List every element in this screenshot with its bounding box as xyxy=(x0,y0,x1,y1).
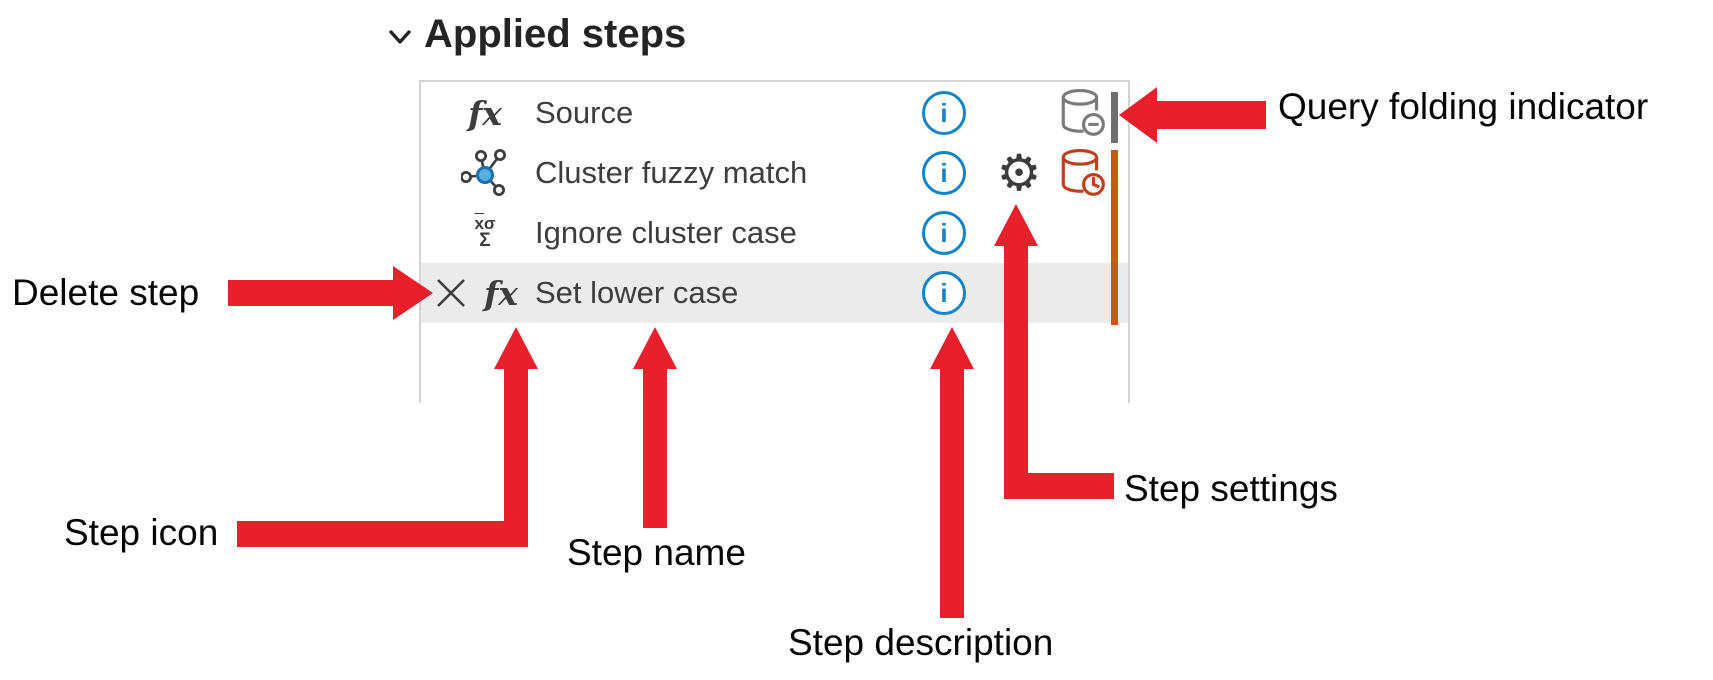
step-row-ignore-cluster-case[interactable]: xσ Σ Ignore cluster case i xyxy=(421,203,1128,263)
arrow-shaft xyxy=(1004,473,1114,499)
query-folding-bar-not-supported[interactable] xyxy=(1111,92,1118,143)
annotation-step-name: Step name xyxy=(567,532,746,573)
arrow-left-head xyxy=(1119,87,1157,143)
arrow-shaft xyxy=(1156,101,1266,129)
chevron-down-icon[interactable] xyxy=(388,26,412,48)
step-name-label: Set lower case xyxy=(535,275,739,310)
arrow-shaft xyxy=(237,521,528,547)
annotation-step-settings: Step settings xyxy=(1124,468,1338,509)
annotation-step-description: Step description xyxy=(788,622,1054,663)
arrow-shaft xyxy=(643,368,667,528)
arrow-shaft xyxy=(940,368,964,618)
annotation-delete-step: Delete step xyxy=(12,272,200,313)
arrow-up-head xyxy=(994,204,1038,246)
settings-gear-icon[interactable]: ⚙ xyxy=(996,145,1042,201)
step-icon-fx: fx xyxy=(468,93,502,133)
step-name-label: Cluster fuzzy match xyxy=(535,155,808,190)
arrow-shaft xyxy=(504,368,528,547)
arrow-shaft xyxy=(228,280,394,306)
annotation-step-icon: Step icon xyxy=(64,512,219,553)
step-name-label: Source xyxy=(535,95,634,130)
step-name-label: Ignore cluster case xyxy=(535,215,797,250)
info-icon[interactable]: i xyxy=(922,151,966,195)
info-icon[interactable]: i xyxy=(922,271,966,315)
step-row-cluster-fuzzy-match[interactable]: Cluster fuzzy match i ⚙ xyxy=(421,143,1128,203)
delete-step-icon[interactable] xyxy=(433,277,469,309)
info-icon[interactable]: i xyxy=(922,211,966,255)
arrow-up-head xyxy=(494,327,538,369)
info-icon[interactable]: i xyxy=(922,91,966,135)
database-evaluated-outside-icon[interactable] xyxy=(1057,148,1107,200)
step-row-source[interactable]: fx Source i xyxy=(421,83,1128,143)
annotation-query-folding: Query folding indicator xyxy=(1278,86,1649,127)
step-icon-statistics: xσ Σ xyxy=(474,213,496,252)
arrow-shaft xyxy=(1004,244,1028,499)
step-icon-cluster xyxy=(457,143,513,203)
step-icon-fx: fx xyxy=(484,273,518,313)
arrow-right-head xyxy=(393,266,433,320)
arrow-up-head xyxy=(633,327,677,369)
arrow-up-head xyxy=(930,327,974,369)
database-not-folded-icon[interactable] xyxy=(1057,88,1107,140)
query-folding-bar-evaluated-outside[interactable] xyxy=(1111,150,1118,325)
applied-steps-title: Applied steps xyxy=(424,12,687,56)
